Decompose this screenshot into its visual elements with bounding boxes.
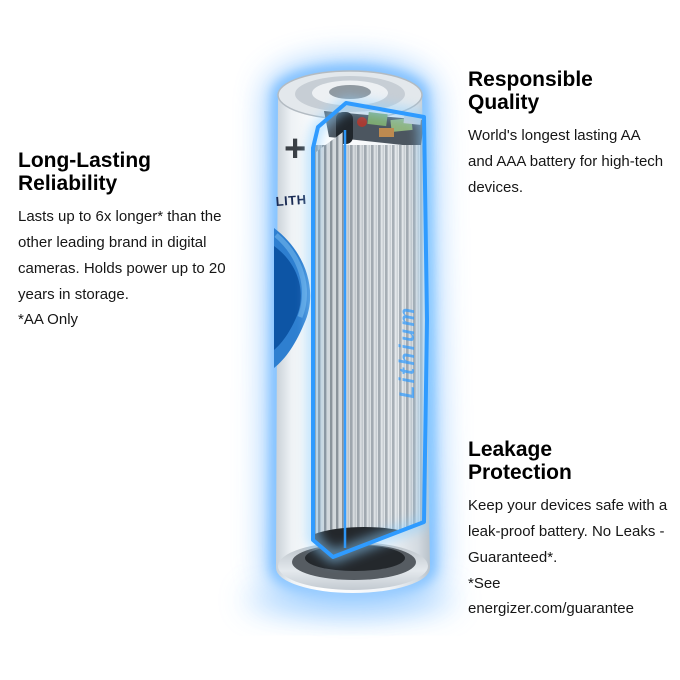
feature-responsible-quality: Responsible Quality World's longest last…	[468, 68, 668, 201]
positive-terminal-symbol: +	[284, 128, 306, 170]
feature-leakage-protection: Leakage Protection Keep your devices saf…	[468, 438, 674, 622]
battery-cutaway	[313, 132, 427, 557]
feature-long-lasting-reliability: Long-Lasting Reliability Lasts up to 6x …	[18, 149, 236, 333]
cutaway-outline	[308, 98, 432, 562]
feature-body: Keep your devices safe with a leak-proof…	[468, 497, 668, 566]
feature-title-line: Leakage	[468, 438, 553, 461]
feature-title-line: Quality	[468, 91, 540, 115]
feature-footnote: *AA Only	[18, 311, 79, 329]
feature-title-line: Long-Lasting	[18, 149, 151, 172]
feature-guarantee-url: energizer.com/guarantee	[468, 600, 634, 618]
cutaway-lithium-label: Lithium	[396, 305, 419, 398]
cutaway-outline-stroke	[311, 101, 429, 559]
feature-title-line: Responsible	[468, 68, 593, 91]
feature-title-line: Protection	[468, 461, 572, 485]
feature-title: Leakage Protection	[468, 438, 674, 484]
feature-title: Responsible Quality	[468, 68, 668, 114]
feature-title: Long-Lasting Reliability	[18, 149, 236, 195]
feature-footnote: *See	[468, 574, 501, 592]
feature-body: World's longest lasting AA and AAA batte…	[468, 127, 664, 196]
feature-title-line: Reliability	[18, 172, 118, 196]
feature-body: Lasts up to 6x longer* than the other le…	[18, 208, 226, 303]
energizer-swoosh	[274, 228, 311, 368]
battery-wrap-label: LITH	[275, 192, 307, 209]
